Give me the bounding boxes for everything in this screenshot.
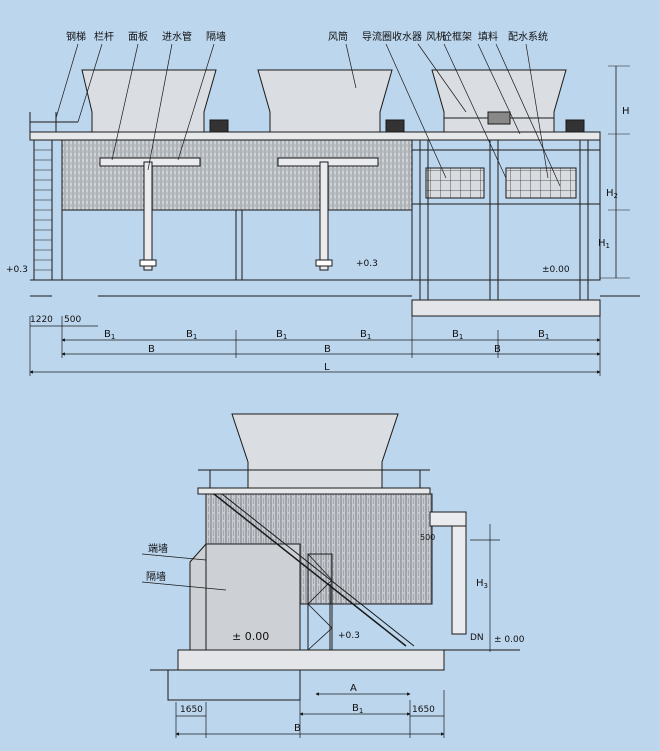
dim-b1-side: B1 [352, 703, 363, 715]
callout-fan-stack: 风筒 [328, 30, 348, 43]
callout-steel-ladder: 钢梯 [66, 30, 86, 43]
side-partition [189, 543, 301, 651]
dim-h2: H2 [606, 188, 618, 200]
callout-concrete-frame: 砼框架 [442, 30, 472, 43]
dim-b1-3: B1 [276, 329, 287, 341]
dim-b-side: B [294, 723, 301, 734]
callout-guide-ring: 导流圈 [362, 30, 392, 43]
dim-b-2: B [324, 344, 331, 355]
dim-b1-2: B1 [186, 329, 197, 341]
side-foundation [167, 669, 301, 701]
side-outlet-pipe [451, 515, 467, 635]
dim-b1-6: B1 [538, 329, 549, 341]
dim-500: 500 [64, 315, 81, 325]
dim-h3: H3 [476, 578, 488, 590]
fan-motor-3 [565, 119, 585, 133]
level-zero-inner: ± 0.00 [232, 630, 269, 643]
side-labels: 端墙 隔墙 ± 0.00 +0.3 ± 0.00 500 DN H3 A B1 … [146, 533, 525, 734]
level-plus03-left: +0.3 [6, 265, 28, 275]
fan-motor-2 [385, 119, 405, 133]
dim-1220: 1220 [30, 315, 53, 325]
dim-a: A [350, 683, 357, 694]
cutaway-frame [411, 139, 601, 281]
riser-2 [319, 161, 329, 271]
side-fan-stack [231, 413, 399, 489]
dim-l: L [324, 362, 330, 373]
side-view [141, 413, 520, 738]
callout-drift-eliminator: 收水器 [392, 30, 422, 43]
dim-b-1: B [148, 344, 155, 355]
dim-1650-left: 1650 [180, 705, 203, 715]
callout-partition-side: 隔墙 [146, 570, 166, 583]
dim-b1-5: B1 [452, 329, 463, 341]
elevation-view [29, 43, 640, 376]
fan-stack-1 [81, 69, 217, 133]
callout-fan: 风机 [426, 30, 446, 43]
riser-1 [143, 161, 153, 271]
callout-partition: 隔墙 [206, 30, 226, 43]
side-basin [177, 649, 445, 671]
side-stair [213, 493, 407, 647]
callout-fill: 填料 [478, 30, 498, 43]
fill-media-2 [505, 167, 577, 199]
dim-b1-1: B1 [104, 329, 115, 341]
elevation-labels: 钢梯 栏杆 面板 进水管 隔墙 风筒 导流圈 收水器 风机 砼框架 填料 配水系… [6, 30, 630, 373]
callout-inlet-pipe: 进水管 [162, 30, 192, 43]
fill-media-1 [425, 167, 485, 199]
wall-panel-left [61, 209, 413, 281]
callout-end-wall: 端墙 [148, 542, 168, 555]
fan-motor-1 [209, 119, 229, 133]
basin [411, 299, 601, 317]
dim-b-3: B [494, 344, 501, 355]
callout-panel: 面板 [128, 30, 148, 43]
level-plus03-mid: +0.3 [356, 259, 378, 269]
louver-body-left [61, 139, 413, 211]
side-deck [197, 487, 431, 495]
callout-railing: 栏杆 [94, 30, 114, 43]
level-zero: ±0.00 [542, 265, 570, 275]
top-deck [29, 131, 601, 141]
fan-stack-2 [257, 69, 393, 133]
level-zero-right: ± 0.00 [494, 635, 525, 645]
dim-h: H [622, 106, 630, 117]
dim-1650-right: 1650 [412, 705, 435, 715]
callout-distribution: 配水系统 [508, 30, 548, 43]
level-plus03-side: +0.3 [338, 631, 360, 641]
dim-500-side: 500 [420, 533, 435, 542]
dim-b1-4: B1 [360, 329, 371, 341]
label-dn: DN [470, 633, 484, 643]
dim-h1: H1 [598, 238, 610, 250]
